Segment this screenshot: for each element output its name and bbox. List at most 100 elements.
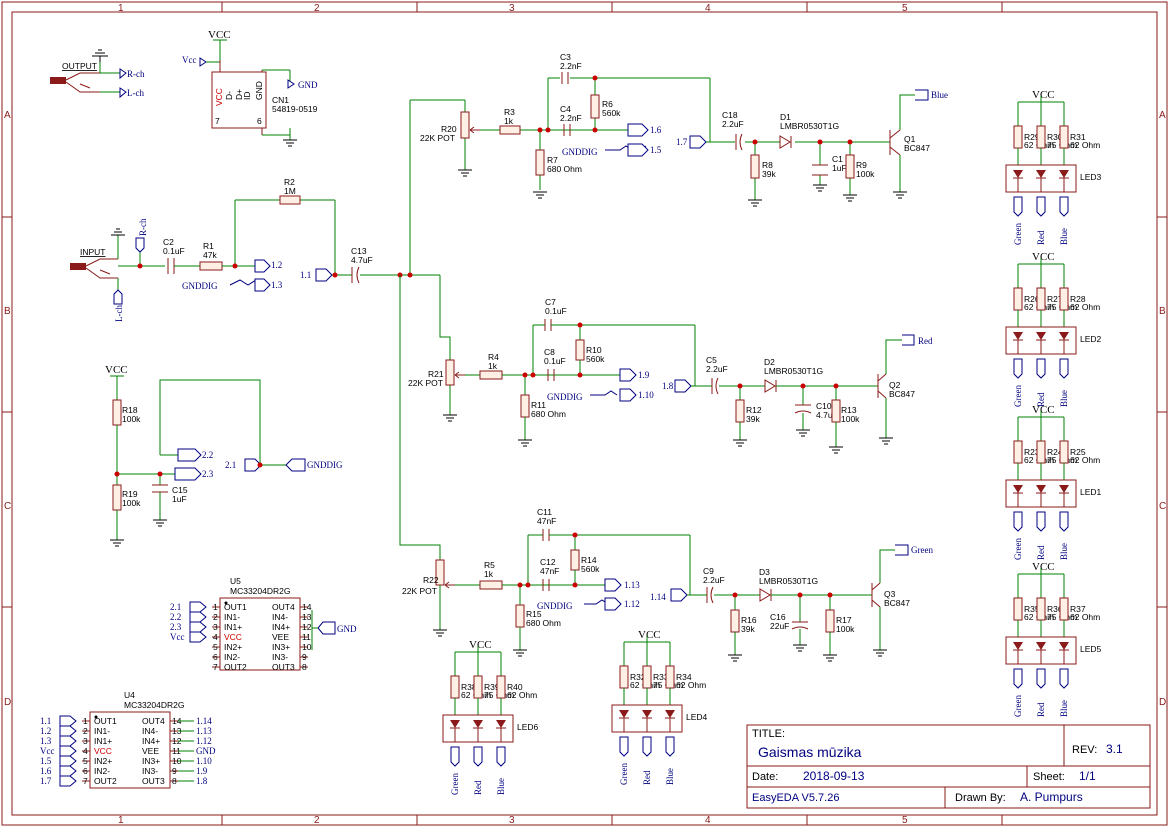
pin-label: IN3- <box>272 652 288 662</box>
color-net-label: Green <box>619 763 629 785</box>
net-label: 1.2 <box>40 726 51 736</box>
color-net-port <box>450 746 460 767</box>
color-net-label: Red <box>1036 230 1046 245</box>
grid-row-d-right: D <box>1159 697 1166 708</box>
led-diode <box>1059 170 1069 178</box>
bias-section: VCC R18 100k R19 100k C15 1uF 2.2 2.3 2.… <box>105 364 343 547</box>
svg-text:GND: GND <box>337 624 357 634</box>
color-net-label: Blue <box>1059 390 1069 407</box>
title-value: Gaismas mūzika <box>758 744 862 760</box>
svg-text:100k: 100k <box>122 498 141 508</box>
color-net-label: Red <box>473 780 483 795</box>
svg-text:GNDDIG: GNDDIG <box>562 147 598 157</box>
grid-col-3-bottom: 3 <box>509 815 515 826</box>
net-label: 1.7 <box>40 776 52 786</box>
svg-text:1M: 1M <box>284 186 296 196</box>
resistor-ref: R36 <box>1047 604 1063 614</box>
drawn-by-label: Drawn By: <box>955 792 1006 804</box>
resistor-value: 62 Ohm <box>1070 612 1100 622</box>
svg-text:Green: Green <box>911 545 933 555</box>
svg-text:GNDDIG: GNDDIG <box>547 392 583 402</box>
grid-row-a-right: A <box>1159 110 1166 121</box>
svg-text:C7: C7 <box>545 297 556 307</box>
svg-text:C15: C15 <box>172 485 188 495</box>
svg-text:2.2uF: 2.2uF <box>706 364 728 374</box>
svg-text:D+: D+ <box>234 89 244 100</box>
svg-text:MC33204DR2G: MC33204DR2G <box>230 586 290 596</box>
led-diode <box>642 710 652 718</box>
cn1-vcc-net: VCC <box>208 29 231 41</box>
svg-text:54819-0519: 54819-0519 <box>272 104 318 114</box>
svg-text:47nF: 47nF <box>537 516 556 526</box>
svg-text:R8: R8 <box>762 160 773 170</box>
color-net-port <box>1013 196 1023 217</box>
pin-label: OUT4 <box>142 716 165 726</box>
drawn-by-value: A. Pumpurs <box>1020 790 1083 804</box>
svg-text:R9: R9 <box>856 160 867 170</box>
svg-text:560k: 560k <box>586 354 605 364</box>
pin-number: 10 <box>172 756 182 766</box>
pin-number: 2 <box>83 726 88 736</box>
pin-label: OUT2 <box>94 776 117 786</box>
grid-col-4-bottom: 4 <box>705 815 711 826</box>
svg-text:VCC: VCC <box>105 364 128 376</box>
resistor-ref: R39 <box>484 682 500 692</box>
svg-text:39k: 39k <box>762 169 776 179</box>
svg-text:1.14: 1.14 <box>650 592 666 602</box>
rev-value: 3.1 <box>1106 742 1123 756</box>
pin-label: IN3+ <box>272 642 290 652</box>
resistor-ref: R23 <box>1024 447 1040 457</box>
pin-label: IN1+ <box>94 736 112 746</box>
pin-label: IN4- <box>142 726 158 736</box>
svg-text:1k: 1k <box>488 361 498 371</box>
net-label: 1.13 <box>196 726 212 736</box>
svg-text:1.8: 1.8 <box>662 381 674 391</box>
led-diode <box>1036 485 1046 493</box>
svg-text:560k: 560k <box>602 108 621 118</box>
color-net-port <box>642 736 652 757</box>
svg-text:C1: C1 <box>832 154 843 164</box>
pin-label: OUT1 <box>224 602 247 612</box>
color-net-label: Green <box>450 773 460 795</box>
svg-text:680 Ohm: 680 Ohm <box>526 618 561 628</box>
net-label: 1.10 <box>196 756 212 766</box>
grid-col-1: 1 <box>118 3 124 14</box>
led-diode <box>496 720 506 728</box>
svg-text:C4: C4 <box>560 104 571 114</box>
svg-text:47nF: 47nF <box>540 566 559 576</box>
pin-label: IN1+ <box>224 622 242 632</box>
svg-text:2.2: 2.2 <box>202 450 213 460</box>
color-net-label: Red <box>1036 702 1046 717</box>
net-label: 1.6 <box>40 766 52 776</box>
resistor-ref: R31 <box>1070 132 1086 142</box>
color-net-label: Green <box>1013 385 1023 407</box>
led-diode <box>1013 170 1023 178</box>
pin-number: 1 <box>213 602 218 612</box>
resistor-ref: R33 <box>653 672 669 682</box>
vcc-label: VCC <box>638 629 661 641</box>
resistor-ref: R32 <box>630 672 646 682</box>
svg-text:C18: C18 <box>722 110 738 120</box>
svg-text:2.3: 2.3 <box>202 469 214 479</box>
resistor-value: 62 Ohm <box>1070 140 1100 150</box>
led-ref: LED5 <box>1080 644 1102 654</box>
led-diode <box>473 720 483 728</box>
grid-labels: 1 2 3 4 5 1 2 3 4 5 A B C D A B C D <box>4 3 1166 826</box>
svg-text:R1: R1 <box>203 241 214 251</box>
input-section: INPUT R-ch L-ch C2 0.1uF R1 47k R2 1M 1.… <box>70 177 441 322</box>
svg-text:R16: R16 <box>741 615 757 625</box>
pin-label: OUT3 <box>272 662 295 672</box>
svg-text:100k: 100k <box>122 414 141 424</box>
vcc-label: VCC <box>1032 404 1055 416</box>
svg-text:R15: R15 <box>526 609 542 619</box>
svg-text:LMBR0530T1G: LMBR0530T1G <box>764 366 823 376</box>
pin-label: IN2+ <box>224 642 242 652</box>
grid-col-3: 3 <box>509 3 515 14</box>
pin-number: 12 <box>172 736 182 746</box>
svg-text:6: 6 <box>257 116 262 126</box>
pin-number: 5 <box>213 642 218 652</box>
resistor-ref: R28 <box>1070 294 1086 304</box>
pin-label: VCC <box>94 746 112 756</box>
